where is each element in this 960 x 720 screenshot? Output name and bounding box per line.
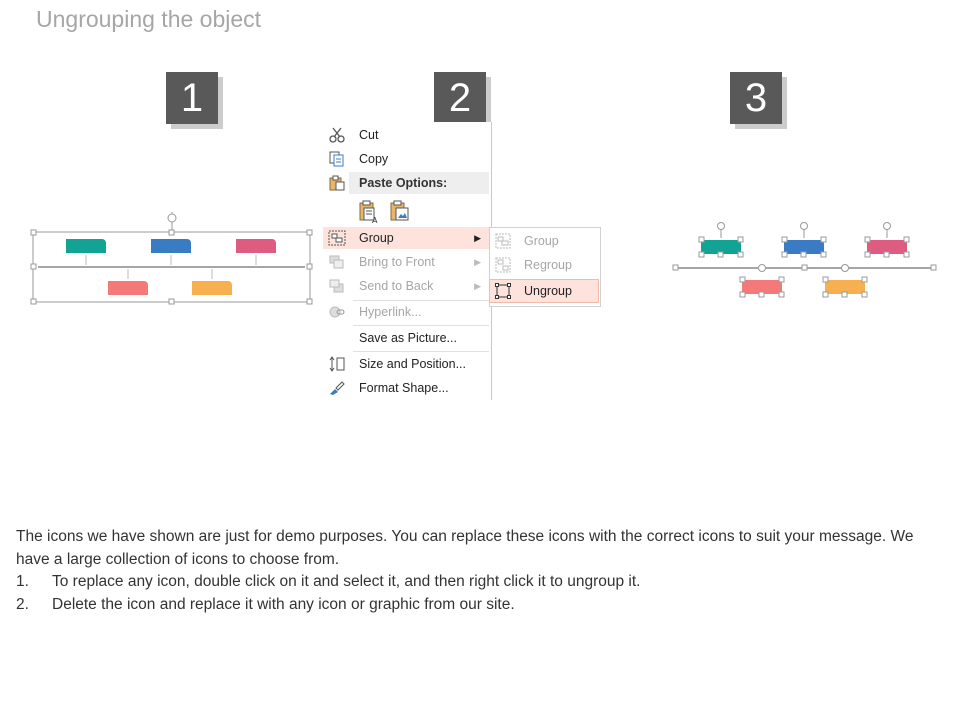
submenu-arrow-icon: ▶ <box>474 257 481 267</box>
menu-item-paste-options <box>323 172 489 194</box>
group-icon <box>328 230 346 246</box>
submenu-item-ungroup[interactable]: Ungroup <box>489 279 599 303</box>
pink-shape[interactable] <box>236 239 276 253</box>
teal-shape[interactable] <box>66 239 106 253</box>
orange-shape-selected[interactable] <box>822 264 868 298</box>
menu-item-send-to-back[interactable]: Send to Back ▶ <box>323 275 489 297</box>
menu-item-save-as-picture-label: Save as Picture... <box>359 331 457 345</box>
step-badge-3: 3 <box>730 72 782 124</box>
copy-icon <box>328 151 346 167</box>
salmon-shape-selected[interactable] <box>739 264 785 298</box>
grouped-object-diagram[interactable] <box>30 210 315 310</box>
instruction-item: 1. To replace any icon, double click on … <box>16 571 946 594</box>
submenu-item-group-label: Group <box>524 234 559 248</box>
svg-text:A: A <box>372 216 378 224</box>
regroup-icon <box>495 257 511 273</box>
send-back-icon <box>328 278 346 294</box>
instruction-text: Delete the icon and replace it with any … <box>52 595 515 613</box>
menu-separator <box>353 300 489 301</box>
blue-shape-selected[interactable] <box>781 222 827 258</box>
rotate-handle[interactable] <box>167 213 177 223</box>
pink-shape-selected[interactable] <box>864 222 910 258</box>
size-position-icon <box>328 356 346 372</box>
submenu-item-group[interactable]: Group <box>490 230 598 252</box>
submenu-arrow-icon: ▶ <box>474 281 481 291</box>
ungrouped-object-diagram[interactable] <box>670 218 940 303</box>
paste-buttons-row: A <box>323 198 489 226</box>
ungroup-icon <box>495 283 511 299</box>
instructions-text: The icons we have shown are just for dem… <box>16 526 946 616</box>
menu-item-size-and-position[interactable]: Size and Position... <box>323 353 489 375</box>
menu-item-size-and-position-label: Size and Position... <box>359 357 467 371</box>
instruction-item: 2. Delete the icon and replace it with a… <box>16 594 946 617</box>
menu-item-format-shape[interactable]: Format Shape... <box>323 377 489 399</box>
submenu-arrow-icon: ▶ <box>474 233 481 243</box>
blue-shape[interactable] <box>151 239 191 253</box>
menu-item-copy-label: Copy <box>359 152 389 166</box>
menu-item-hyperlink-label: Hyperlink... <box>359 305 422 319</box>
menu-item-group-label: Group <box>359 231 394 245</box>
step-badge-1: 1 <box>166 72 218 124</box>
group-submenu: Group Regroup Ungroup <box>489 227 601 307</box>
format-shape-icon <box>328 380 346 396</box>
menu-item-copy[interactable]: Copy <box>323 148 489 170</box>
context-menu: Cut Copy Paste Options: A Group ▶ Bring … <box>323 122 492 400</box>
page-title: Ungrouping the object <box>36 6 262 32</box>
group-icon <box>495 233 511 249</box>
intro-paragraph: The icons we have shown are just for dem… <box>16 528 914 568</box>
menu-item-group[interactable]: Group ▶ <box>323 227 489 249</box>
hyperlink-icon <box>328 304 346 320</box>
menu-item-save-as-picture[interactable]: Save as Picture... <box>323 327 489 349</box>
menu-separator <box>353 351 489 352</box>
submenu-item-ungroup-label: Ungroup <box>524 284 572 298</box>
submenu-item-regroup-label: Regroup <box>524 258 572 272</box>
menu-item-bring-to-front[interactable]: Bring to Front ▶ <box>323 251 489 273</box>
teal-shape-selected[interactable] <box>698 222 744 258</box>
submenu-item-regroup[interactable]: Regroup <box>490 254 598 276</box>
menu-item-cut-label: Cut <box>359 128 379 142</box>
instruction-text: To replace any icon, double click on it … <box>52 573 641 590</box>
paste-text-icon[interactable]: A <box>358 200 380 231</box>
paste-picture-icon[interactable] <box>389 200 411 231</box>
menu-item-hyperlink[interactable]: Hyperlink... <box>323 301 489 323</box>
step-badge-2: 2 <box>434 72 486 124</box>
paste-options-header: Paste Options: <box>349 172 489 194</box>
salmon-shape[interactable] <box>108 281 148 295</box>
menu-separator <box>353 325 489 326</box>
menu-item-format-shape-label: Format Shape... <box>359 381 449 395</box>
paste-icon <box>328 175 346 191</box>
menu-item-send-to-back-label: Send to Back <box>359 279 434 293</box>
instruction-number: 2. <box>16 595 29 613</box>
menu-item-bring-to-front-label: Bring to Front <box>359 255 435 269</box>
orange-shape[interactable] <box>192 281 232 295</box>
scissors-icon <box>328 127 346 143</box>
bring-front-icon <box>328 254 346 270</box>
instruction-number: 1. <box>16 573 29 590</box>
menu-item-cut[interactable]: Cut <box>323 124 489 146</box>
